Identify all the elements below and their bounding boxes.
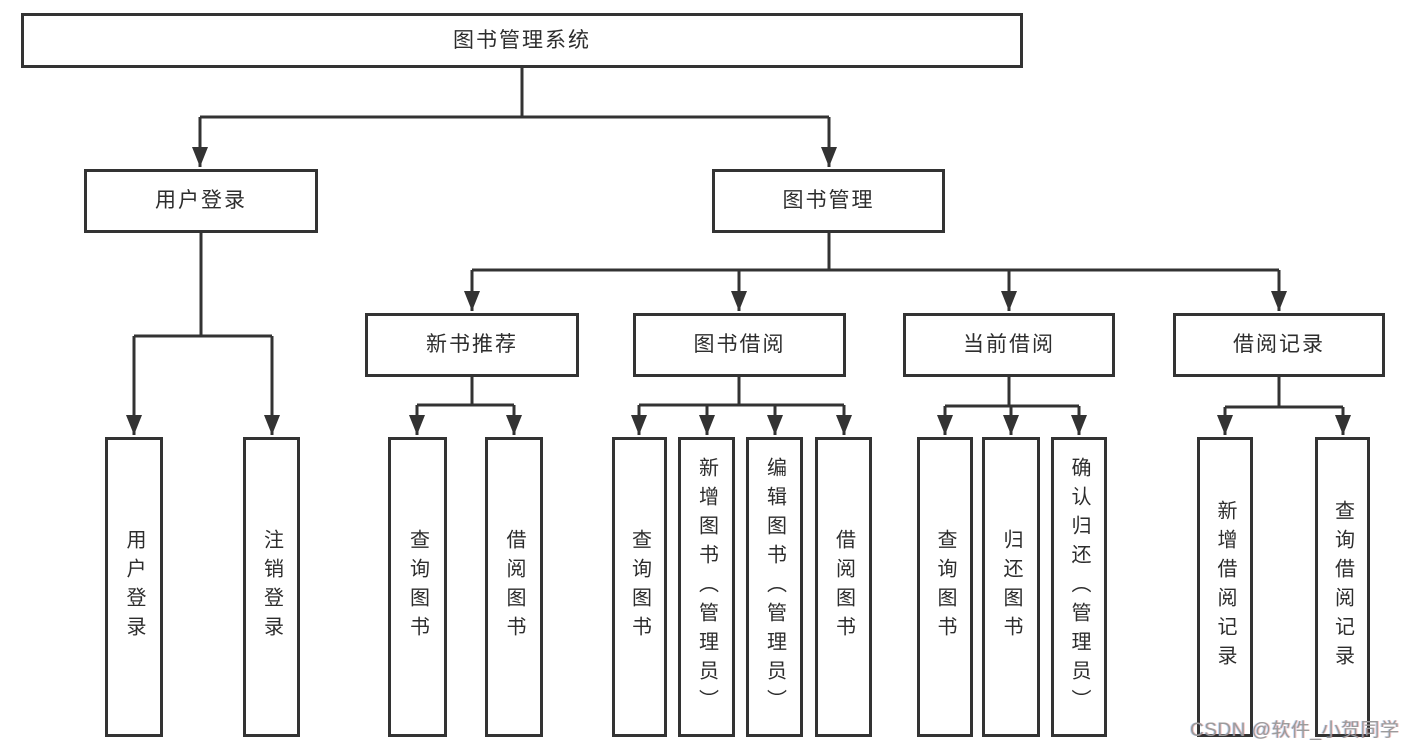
leaf-return-books: 归还图书 bbox=[982, 437, 1040, 737]
leaf-add-book-admin: 新增图书（管理员） bbox=[678, 437, 735, 737]
connector-skeleton bbox=[134, 68, 1343, 409]
leaf-query-books-borrow: 查询图书 bbox=[612, 437, 667, 737]
leaf-query-books-recommend: 查询图书 bbox=[388, 437, 447, 737]
leaf-edit-book-admin: 编辑图书（管理员） bbox=[746, 437, 803, 737]
leaf-borrow-books-recommend: 借阅图书 bbox=[485, 437, 543, 737]
node-book-management: 图书管理 bbox=[712, 169, 945, 233]
watermark: CSDN @软件_小贺同学 bbox=[1190, 720, 1400, 741]
leaf-query-books-current: 查询图书 bbox=[917, 437, 973, 737]
leaf-borrow-books: 借阅图书 bbox=[815, 437, 872, 737]
node-user-login: 用户登录 bbox=[84, 169, 318, 233]
node-library-management-system: 图书管理系统 bbox=[21, 13, 1023, 68]
node-new-book-recommendation: 新书推荐 bbox=[365, 313, 579, 377]
leaf-add-borrow-record: 新增借阅记录 bbox=[1197, 437, 1253, 737]
node-book-borrowing: 图书借阅 bbox=[633, 313, 846, 377]
node-borrowing-records: 借阅记录 bbox=[1173, 313, 1385, 377]
leaf-confirm-return-admin: 确认归还（管理员） bbox=[1051, 437, 1107, 737]
leaf-user-login: 用户登录 bbox=[105, 437, 163, 737]
leaf-query-borrow-record: 查询借阅记录 bbox=[1315, 437, 1370, 737]
node-current-borrowing: 当前借阅 bbox=[903, 313, 1115, 377]
leaf-logout: 注销登录 bbox=[243, 437, 300, 737]
